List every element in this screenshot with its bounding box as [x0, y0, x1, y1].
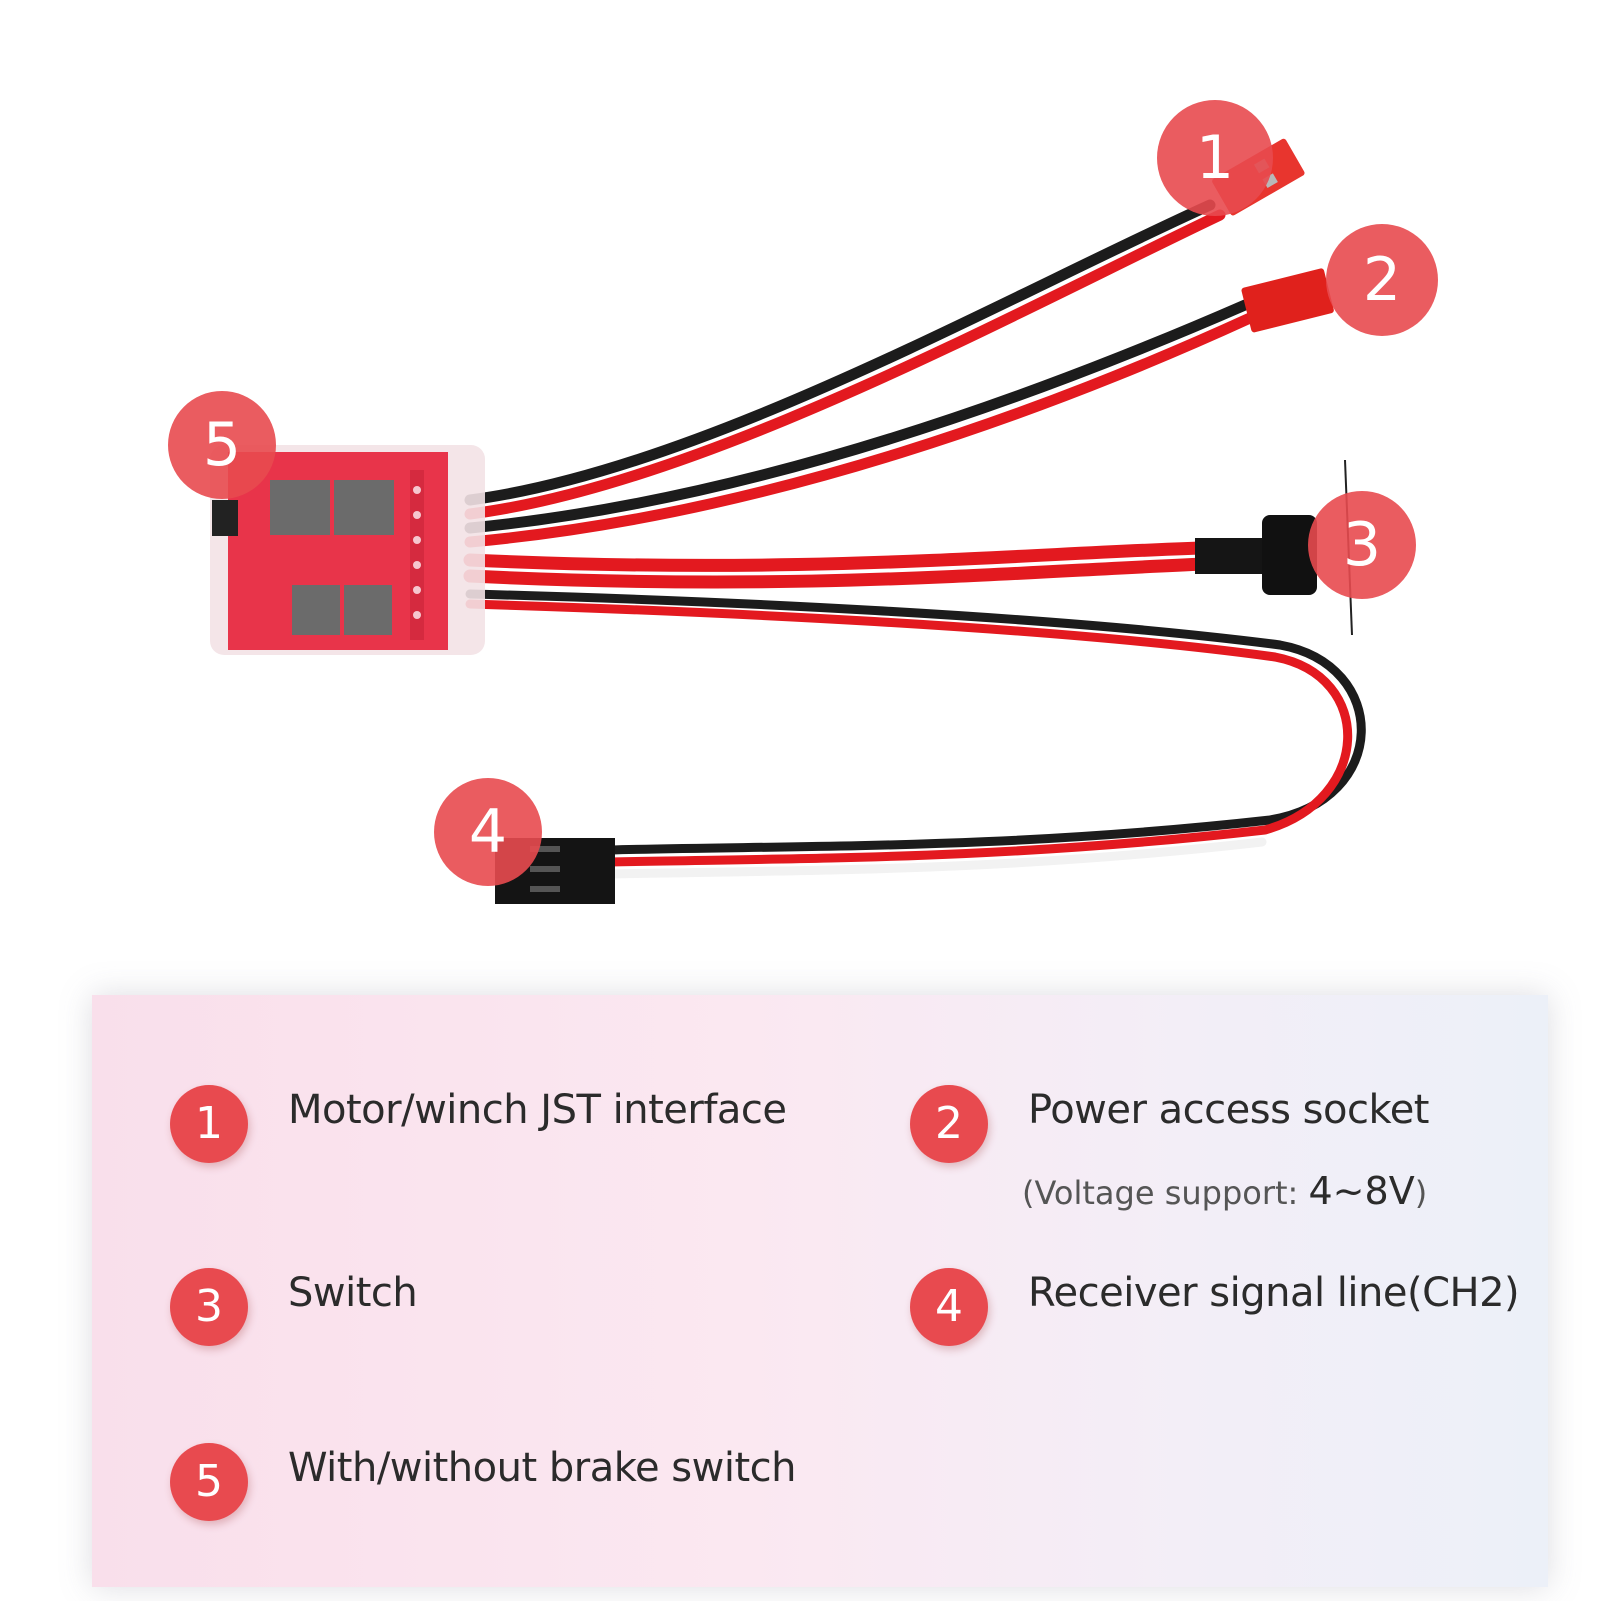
callout-badge-3: 3 [1308, 491, 1416, 599]
legend-label: Power access socket [1028, 1087, 1430, 1133]
wire-1-red [464, 209, 1226, 520]
wire-1-black [464, 199, 1216, 506]
legend-label: Receiver signal line(CH2) [1028, 1270, 1520, 1316]
wire-3-red-b [463, 557, 1212, 589]
callout-badge-2: 2 [1326, 224, 1438, 336]
legend-label: Switch [288, 1270, 418, 1316]
callout-badge-5: 5 [168, 391, 276, 499]
wire-2-black [464, 299, 1251, 534]
legend-number-badge: 5 [170, 1443, 248, 1521]
wire-bundle [463, 199, 1366, 879]
callout-badge-4: 4 [434, 778, 542, 886]
wire-4-red [465, 599, 1353, 867]
legend-number-badge: 4 [910, 1268, 988, 1346]
legend-number-badge: 2 [910, 1085, 988, 1163]
voltage-value: 4~8V [1308, 1169, 1415, 1213]
callout-number: 3 [1343, 510, 1381, 580]
voltage-note-prefix: (Voltage support: [1022, 1174, 1299, 1212]
legend-label: Motor/winch JST interface [288, 1087, 787, 1133]
voltage-note-suffix: ) [1414, 1174, 1428, 1212]
wire-4-black [465, 589, 1366, 855]
esc-board [210, 445, 485, 655]
legend-panel: 1 Motor/winch JST interface 2 Power acce… [92, 995, 1548, 1587]
wire-2-red [464, 312, 1256, 548]
callout-badge-1: 1 [1157, 100, 1273, 216]
legend-number-badge: 3 [170, 1268, 248, 1346]
legend-number-badge: 1 [170, 1085, 248, 1163]
wire-4-white [605, 837, 1267, 879]
callout-number: 2 [1363, 245, 1401, 315]
callout-number: 1 [1196, 123, 1234, 193]
wire-3-red-a [463, 541, 1207, 572]
switch-connector-3 [1195, 459, 1353, 636]
legend-label: With/without brake switch [288, 1445, 797, 1491]
jst-connector-2 [1241, 268, 1334, 333]
voltage-note: (Voltage support: 4~8V) [1022, 1169, 1427, 1213]
product-photo: 1 2 3 4 5 [168, 100, 1438, 904]
callout-number: 4 [469, 797, 507, 867]
callout-number: 5 [203, 410, 241, 480]
